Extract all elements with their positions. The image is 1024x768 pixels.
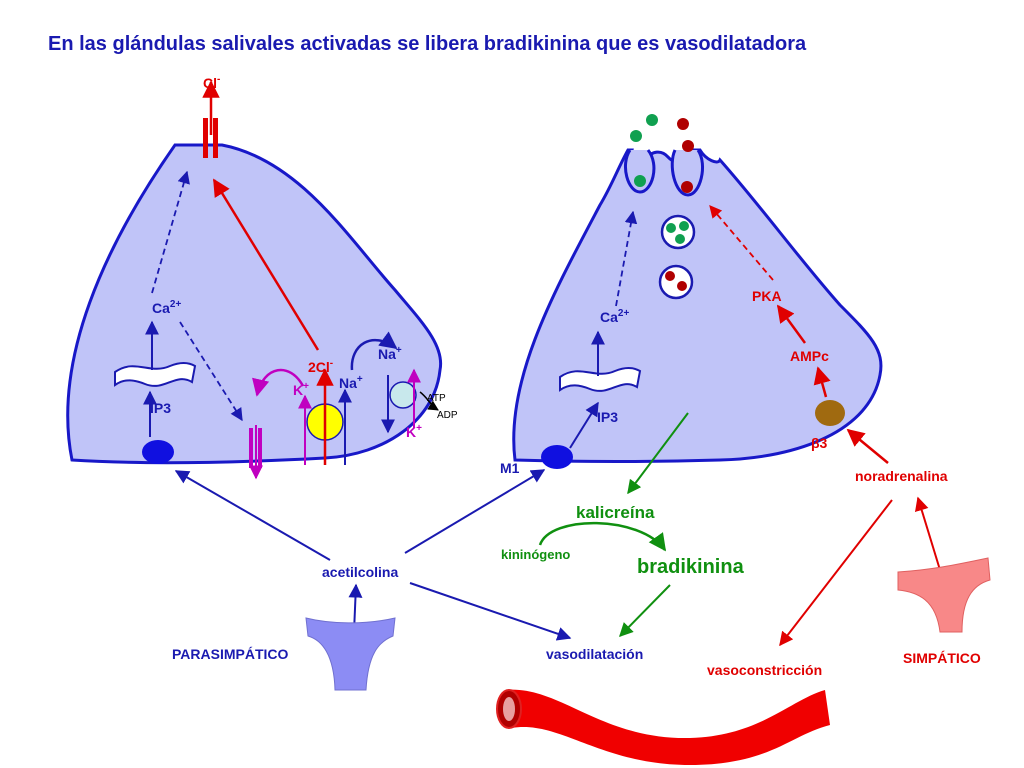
page-title: En las glándulas salivales activadas se … — [48, 33, 807, 55]
left-muscarinic-receptor — [142, 440, 174, 464]
released-granule — [681, 181, 693, 193]
chloride-channel — [203, 118, 218, 158]
two-cl-label: 2Cl- — [308, 358, 333, 375]
exocytosis-pore-1 — [624, 149, 656, 194]
beta3-to-ampc-arrow — [813, 366, 831, 398]
simpatico-label: SIMPÁTICO — [903, 650, 981, 666]
vasodilatacion-label: vasodilatación — [546, 646, 643, 662]
ca-to-channel-arrow — [151, 170, 190, 294]
kininogeno-conversion-arrow — [538, 521, 667, 552]
right-ip3-label: IP3 — [597, 409, 618, 425]
released-granule — [677, 118, 689, 130]
noradrenalina-to-beta3-arrow — [846, 428, 889, 464]
right-ca-exocytosis-arrow — [615, 210, 638, 307]
pka-exocytosis-arrow — [709, 205, 774, 281]
sympathetic-release-arrow — [914, 496, 941, 571]
k-label-right: K+ — [406, 423, 422, 440]
kalicreina-label: kalicreína — [576, 503, 655, 522]
right-ip3-arrow — [569, 401, 599, 449]
adp-label: ADP — [437, 410, 458, 421]
vasoconstriction-arrow — [779, 499, 893, 647]
released-granule — [634, 175, 646, 187]
k-recycle-arrow — [252, 368, 305, 397]
chloride-cytosol-arrow — [212, 178, 320, 351]
acetilcolina-label: acetilcolina — [322, 564, 398, 580]
atp-label: ATP — [427, 393, 446, 404]
acetilcolina-to-vasodilatacion-arrow — [409, 582, 572, 641]
blood-vessel-lumen-inner — [503, 697, 515, 721]
ampc-to-pka-arrow — [776, 304, 807, 344]
sympathetic-nerve-terminal — [897, 557, 991, 633]
pka-label: PKA — [752, 288, 782, 304]
k-label-left: K+ — [293, 381, 309, 398]
released-granule — [630, 130, 642, 142]
noradrenalina-label: noradrenalina — [855, 468, 948, 484]
secretory-vesicle-red — [658, 264, 694, 300]
blood-vessel — [505, 689, 830, 765]
bradikinina-to-vasodilatacion-arrow — [619, 584, 671, 637]
exocytosis-pore-2 — [670, 149, 704, 197]
cl-label-top: Cl- — [203, 74, 220, 91]
potassium-channel — [249, 428, 262, 468]
left-ca-label: Ca2+ — [152, 299, 181, 316]
vasoconstriccion-label: vasoconstricción — [707, 662, 822, 678]
na-recycle-arrow — [350, 331, 398, 371]
na-label-top: Na+ — [378, 345, 402, 362]
bradikinina-label: bradikinina — [637, 556, 745, 578]
kalicreina-release-arrow — [627, 412, 689, 495]
right-ca-label: Ca2+ — [600, 308, 629, 325]
m1-label: M1 — [500, 460, 520, 476]
beta3-receptor — [815, 400, 845, 426]
acetilcolina-to-left-receptor-arrow — [174, 470, 331, 561]
acetilcolina-to-m1-arrow — [404, 469, 546, 554]
na-label-mid: Na+ — [339, 374, 363, 391]
m1-receptor — [541, 445, 573, 469]
released-granule — [646, 114, 658, 126]
kininogeno-label: kininógeno — [501, 547, 570, 562]
ampc-label: AMPc — [790, 348, 829, 364]
released-granule — [682, 140, 694, 152]
beta3-label: β3 — [811, 435, 828, 451]
left-ip3-label: IP3 — [150, 400, 171, 416]
parasympathetic-nerve-terminal — [305, 617, 396, 691]
atp-hydrolysis-arrow — [419, 391, 439, 411]
left-acinar-cell — [66, 143, 443, 465]
parasimpatico-label: PARASIMPÁTICO — [172, 646, 289, 662]
na-k-atpase — [389, 381, 417, 409]
